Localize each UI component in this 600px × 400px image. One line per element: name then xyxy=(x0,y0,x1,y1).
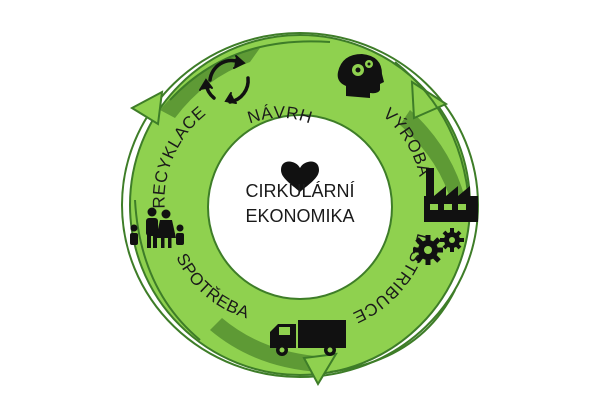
head-gears-icon xyxy=(337,54,384,98)
factory-icon xyxy=(424,168,478,222)
green-ring xyxy=(121,32,479,387)
truck-icon xyxy=(270,320,346,356)
gears-icon xyxy=(413,228,464,265)
center-heart-icon xyxy=(281,161,319,192)
family-icon xyxy=(130,207,184,248)
center-title-line2: EKONOMIKA xyxy=(245,206,354,226)
center-title-line1: CIRKULÁRNÍ xyxy=(245,181,354,201)
recycle-arrows-icon xyxy=(199,55,250,104)
